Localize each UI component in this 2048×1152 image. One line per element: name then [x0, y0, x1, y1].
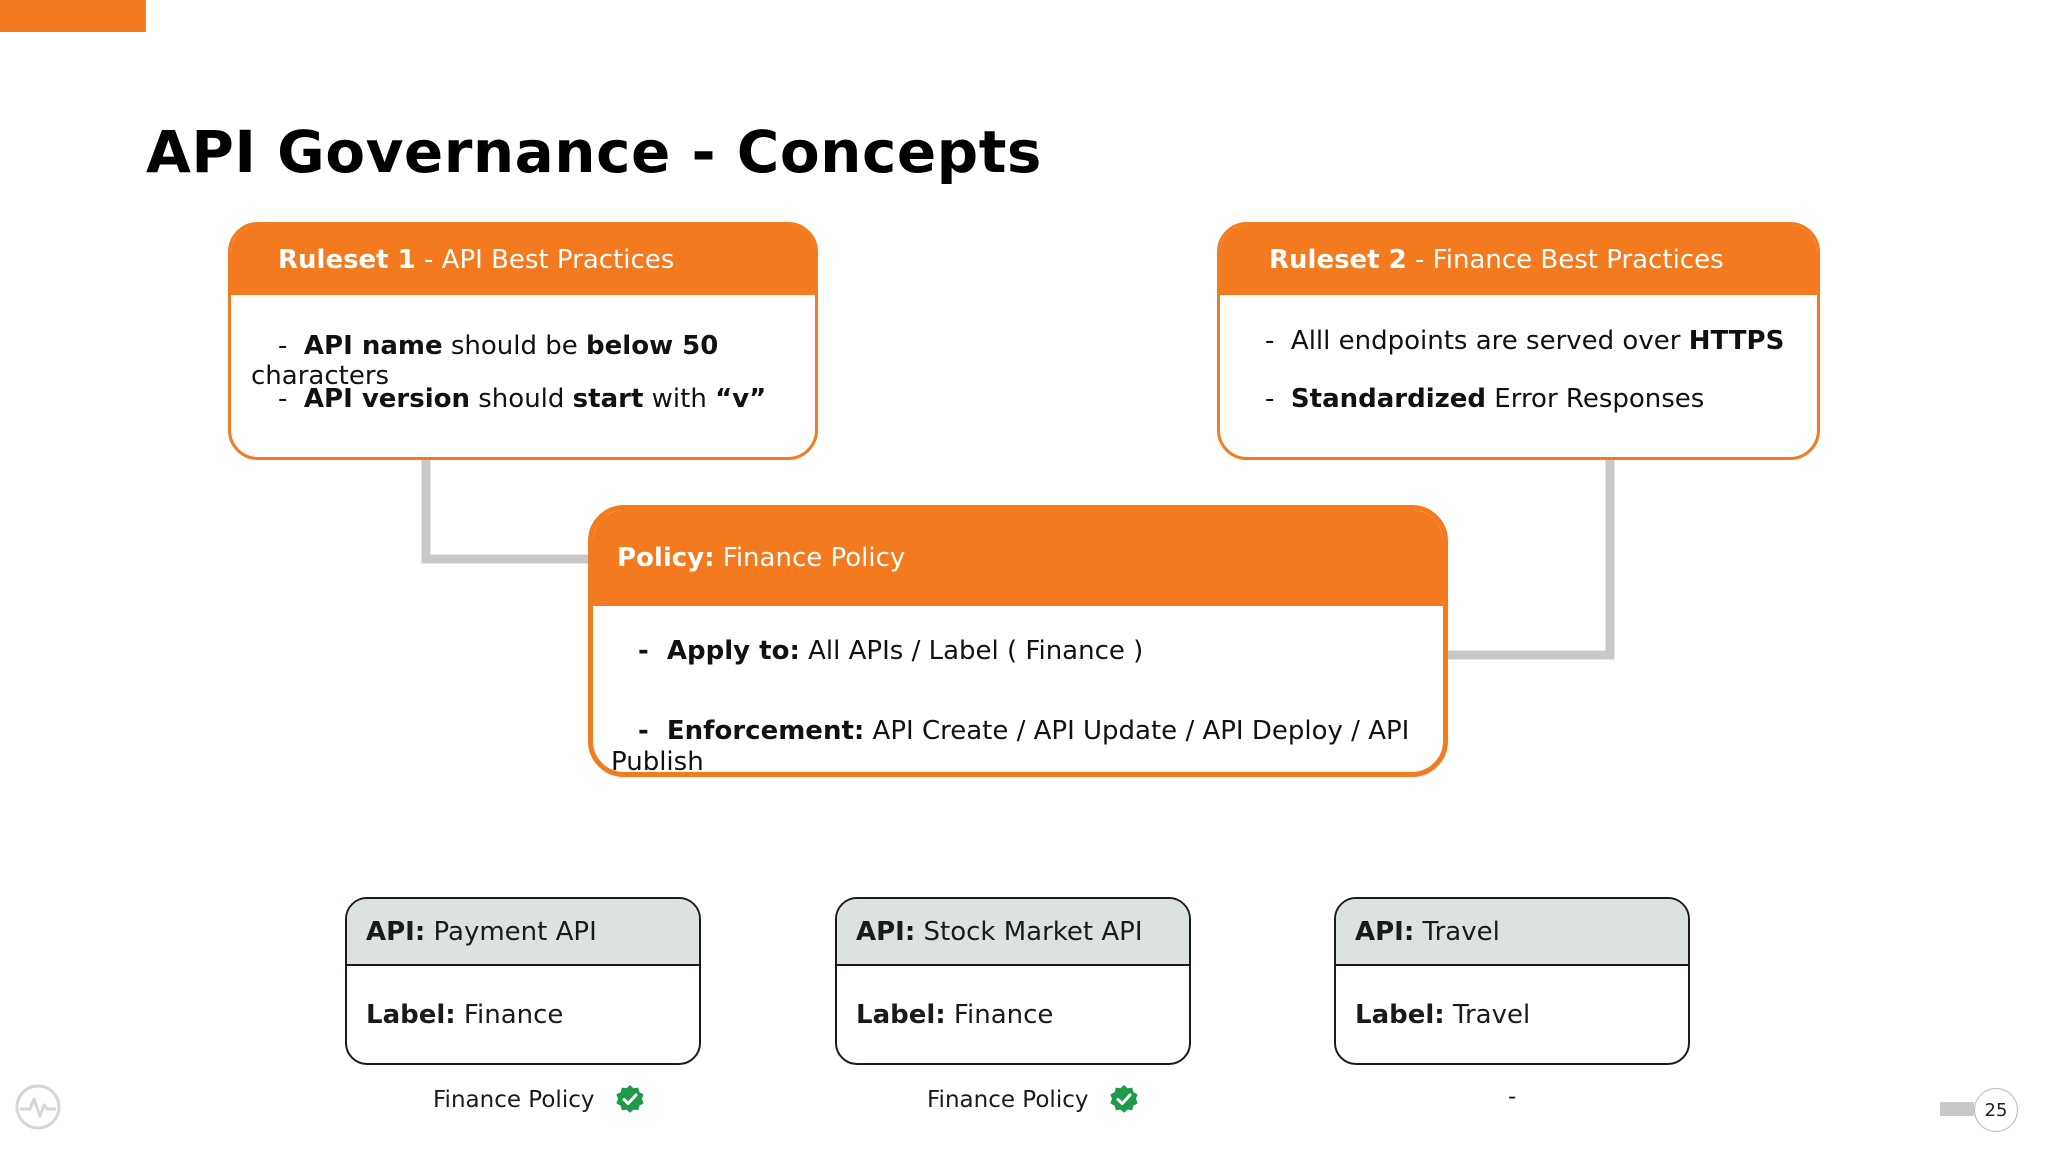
ruleset-2-rule-2: - Standardized Error Responses	[1265, 384, 1705, 414]
api-card-travel: API: Travel Label: Travel	[1334, 897, 1690, 1065]
page-number: 25	[1974, 1088, 2018, 1132]
api-travel-policy-status: -	[1508, 1084, 1517, 1110]
connector-ruleset1-policy	[421, 460, 590, 564]
logo-icon	[15, 1084, 61, 1130]
api-card-header: API: Payment API	[347, 899, 699, 966]
api-card-payment: API: Payment API Label: Finance	[345, 897, 701, 1065]
accent-bar	[0, 0, 146, 32]
api-payment-policy-status: Finance Policy	[433, 1084, 646, 1116]
policy-name: Finance Policy	[714, 543, 906, 573]
policy-header: Policy: Finance Policy	[593, 510, 1443, 606]
api-card-label: Label: Finance	[366, 1000, 564, 1030]
ruleset-1-rule-1-wrap: characters	[251, 361, 390, 391]
policy-enforcement-wrap: Publish	[611, 747, 704, 777]
ruleset-2-title: Ruleset 2	[1269, 245, 1407, 275]
check-badge-icon	[1110, 1085, 1139, 1113]
policy-apply-to: - Apply to: All APIs / Label ( Finance )	[638, 636, 1144, 666]
api-card-label: Label: Finance	[856, 1000, 1054, 1030]
page-bar	[1940, 1102, 1974, 1116]
policy-enforcement: - Enforcement: API Create / API Update /…	[638, 716, 1410, 746]
ruleset-2-header: Ruleset 2 - Finance Best Practices	[1220, 225, 1817, 295]
check-badge-icon	[616, 1085, 645, 1113]
api-card-label: Label: Travel	[1355, 1000, 1531, 1030]
api-card-header: API: Stock Market API	[837, 899, 1189, 966]
page-title: API Governance - Concepts	[146, 118, 1042, 186]
ruleset-1-header: Ruleset 1 - API Best Practices	[231, 225, 815, 295]
api-card-header: API: Travel	[1336, 899, 1688, 966]
policy-card: Policy: Finance Policy - Apply to: All A…	[588, 505, 1448, 777]
ruleset-1-rule-1: - API name should be below 50	[278, 331, 719, 361]
api-card-stock-market: API: Stock Market API Label: Finance	[835, 897, 1191, 1065]
ruleset-1-title: Ruleset 1	[278, 245, 416, 275]
ruleset-2-card: Ruleset 2 - Finance Best Practices - All…	[1217, 222, 1820, 460]
ruleset-2-subtitle: - Finance Best Practices	[1406, 245, 1724, 275]
connector-ruleset2-policy	[1448, 460, 1615, 660]
ruleset-1-rule-2: - API version should start with “v”	[278, 384, 767, 414]
ruleset-1-card: Ruleset 1 - API Best Practices - API nam…	[228, 222, 818, 460]
policy-title: Policy:	[617, 543, 715, 573]
ruleset-2-rule-1: - Alll endpoints are served over HTTPS	[1265, 326, 1785, 356]
api-stock-policy-status: Finance Policy	[927, 1084, 1140, 1116]
ruleset-1-subtitle: - API Best Practices	[415, 245, 675, 275]
